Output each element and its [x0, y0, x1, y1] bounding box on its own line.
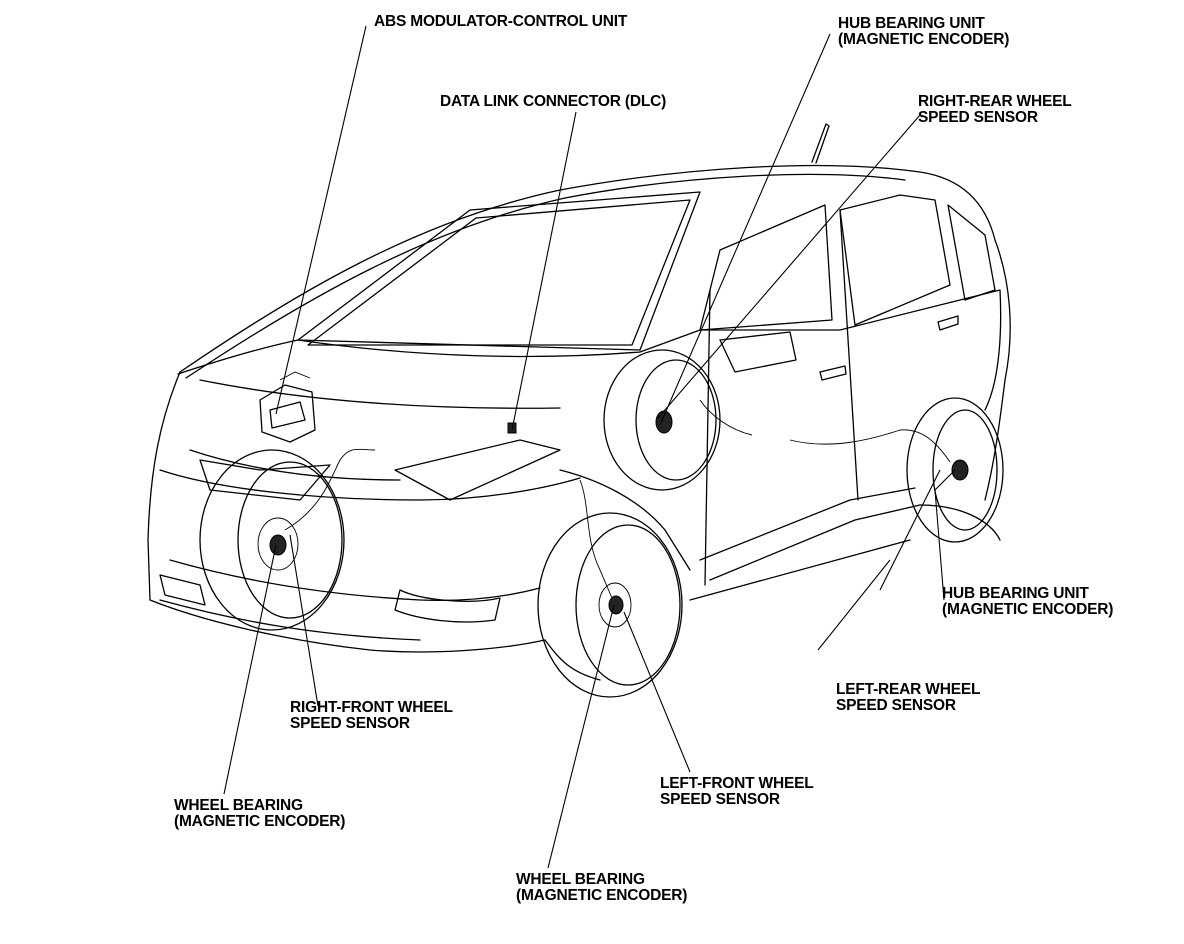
label-left-front-wheel-speed-sensor: LEFT-FRONT WHEEL SPEED SENSOR [660, 776, 814, 808]
label-line: (MAGNETIC ENCODER) [516, 887, 688, 904]
label-wheel-bearing-left: WHEEL BEARING (MAGNETIC ENCODER) [516, 872, 687, 904]
wheel-front-left [537, 512, 683, 698]
label-line: LEFT-REAR WHEEL [836, 681, 981, 698]
label-line: RIGHT-FRONT WHEEL [290, 699, 453, 716]
label-hub-bearing-unit-rear-left: HUB BEARING UNIT (MAGNETIC ENCODER) [942, 586, 1113, 618]
wheel-front-right [199, 449, 345, 631]
label-line: RIGHT-REAR WHEEL [918, 93, 1072, 110]
label-wheel-bearing-right: WHEEL BEARING (MAGNETIC ENCODER) [174, 798, 345, 830]
car-body-outline [147, 123, 1011, 681]
label-line: LEFT-FRONT WHEEL [660, 775, 814, 792]
label-right-rear-wheel-speed-sensor: RIGHT-REAR WHEEL SPEED SENSOR [918, 94, 1072, 126]
label-data-link-connector: DATA LINK CONNECTOR (DLC) [440, 94, 666, 110]
label-line: HUB BEARING UNIT [838, 15, 985, 32]
leader-lines [223, 25, 956, 869]
abs-modulator-unit [259, 371, 316, 443]
label-hub-bearing-unit-rear-right: HUB BEARING UNIT (MAGNETIC ENCODER) [838, 16, 1009, 48]
label-line: SPEED SENSOR [918, 109, 1038, 126]
label-line: (MAGNETIC ENCODER) [838, 31, 1010, 48]
label-line: WHEEL BEARING [516, 871, 645, 888]
label-line: SPEED SENSOR [290, 715, 410, 732]
label-left-rear-wheel-speed-sensor: LEFT-REAR WHEEL SPEED SENSOR [836, 682, 980, 714]
label-line: DATA LINK CONNECTOR (DLC) [440, 93, 667, 110]
label-line: (MAGNETIC ENCODER) [174, 813, 346, 830]
label-right-front-wheel-speed-sensor: RIGHT-FRONT WHEEL SPEED SENSOR [290, 700, 453, 732]
label-abs-modulator-control-unit: ABS MODULATOR-CONTROL UNIT [374, 14, 627, 30]
label-line: SPEED SENSOR [836, 697, 956, 714]
wheel-rear-left [906, 397, 1004, 543]
label-line: WHEEL BEARING [174, 797, 303, 814]
label-line: ABS MODULATOR-CONTROL UNIT [374, 13, 628, 30]
label-line: (MAGNETIC ENCODER) [942, 601, 1114, 618]
label-line: SPEED SENSOR [660, 791, 780, 808]
label-line: HUB BEARING UNIT [942, 585, 1089, 602]
